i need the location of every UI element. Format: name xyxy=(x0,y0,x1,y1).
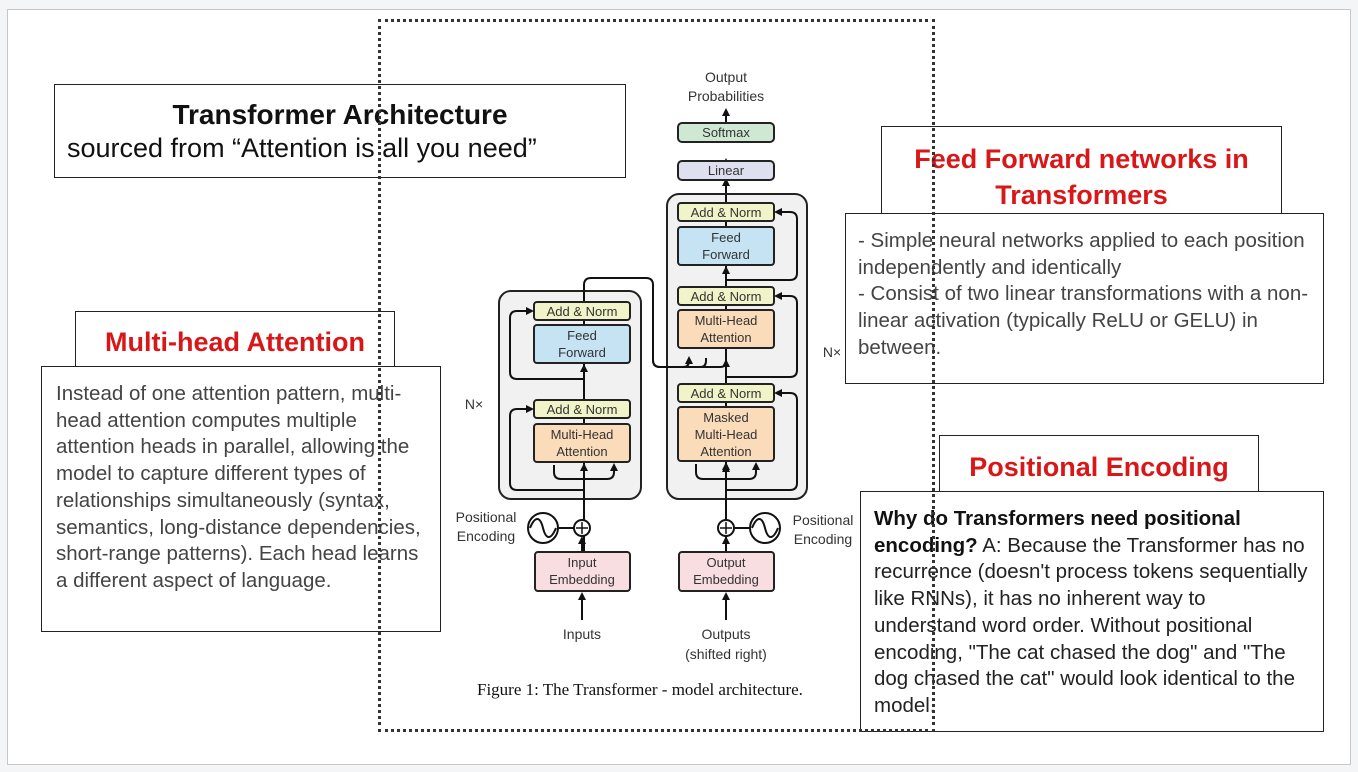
decoder-mha-label-2: Attention xyxy=(700,330,751,345)
decoder-add-norm-2-label: Add & Norm xyxy=(691,289,762,304)
output-embedding-label-1: Output xyxy=(706,555,745,570)
decoder-nx-label: N× xyxy=(823,344,841,360)
positional-encoding-heading: Positional Encoding xyxy=(969,452,1229,482)
positional-encoding-question: Why do Transformers need positional enco… xyxy=(874,507,1241,557)
encoder-add-norm-2-label: Add & Norm xyxy=(547,304,618,319)
output-embedding-block xyxy=(678,551,775,592)
multi-head-attention-body-box: Instead of one attention pattern, multi-… xyxy=(41,366,441,632)
encoder-feed-forward xyxy=(533,324,631,364)
outputs-label: Outputs xyxy=(701,626,750,642)
decoder-masked-label-3: Attention xyxy=(700,444,751,459)
decoder-mha-label-1: Multi-Head xyxy=(695,313,758,328)
positional-encoding-answer: A: Because the Transformer has no recurr… xyxy=(874,533,1308,717)
linear-label: Linear xyxy=(708,163,745,178)
encoder-multi-head-attention xyxy=(533,423,631,463)
decoder-add-norm-3-label: Add & Norm xyxy=(691,205,762,220)
page-title: Transformer Architecture xyxy=(172,99,508,130)
decoder-positional-label-2: Encoding xyxy=(794,531,852,547)
encoder-add-norm-1-label: Add & Norm xyxy=(547,402,618,417)
positional-encoding-heading-box: Positional Encoding xyxy=(939,435,1259,497)
decoder-masked-attention xyxy=(677,406,775,462)
positional-encoding-body-box: Why do Transformers need positional enco… xyxy=(860,491,1324,732)
encoder-ff-label-1: Feed xyxy=(567,328,597,343)
decoder-ff-label-2: Forward xyxy=(702,247,750,262)
encoder-mha-label-2: Attention xyxy=(556,444,607,459)
title-box: Transformer Architecture sourced from “A… xyxy=(54,84,626,178)
input-embedding-block xyxy=(534,551,631,592)
input-embedding-label-2: Embedding xyxy=(549,572,615,587)
multi-head-attention-heading-box: Multi-head Attention xyxy=(75,311,395,369)
shifted-right-label: (shifted right) xyxy=(685,646,767,662)
page-subtitle: sourced from “Attention is all you need” xyxy=(67,133,537,163)
multi-head-attention-body: Instead of one attention pattern, multi-… xyxy=(56,382,421,592)
feed-forward-body-box: - Simple neural networks applied to each… xyxy=(845,213,1324,384)
decoder-add-norm-1-label: Add & Norm xyxy=(691,386,762,401)
feed-forward-heading: Feed Forward networks in Transformers xyxy=(882,141,1281,213)
encoder-stack xyxy=(498,290,642,500)
decoder-ff-label-1: Feed xyxy=(711,230,741,245)
softmax-block xyxy=(677,122,775,143)
inputs-label: Inputs xyxy=(563,626,601,642)
figure-caption: Figure 1: The Transformer - model archit… xyxy=(477,680,803,699)
encoder-nx-label: N× xyxy=(465,396,483,412)
softmax-label: Softmax xyxy=(702,125,750,140)
feed-forward-bullet-1: - Simple neural networks applied to each… xyxy=(858,229,1305,279)
linear-block xyxy=(677,160,775,181)
decoder-positional-label-1: Positional xyxy=(793,512,854,528)
feed-forward-heading-line-1: Feed Forward networks in xyxy=(914,144,1249,174)
encoder-ff-label-2: Forward xyxy=(558,345,606,360)
decoder-multi-head-attention xyxy=(677,309,775,349)
multi-head-attention-heading: Multi-head Attention xyxy=(105,327,365,357)
decoder-masked-label-2: Multi-Head xyxy=(695,427,758,442)
encoder-mha-label-1: Multi-Head xyxy=(551,427,614,442)
encoder-positional-label-2: Encoding xyxy=(457,528,515,544)
decoder-masked-label-1: Masked xyxy=(703,410,749,425)
feed-forward-heading-box: Feed Forward networks in Transformers xyxy=(881,126,1282,216)
encoder-positional-label-1: Positional xyxy=(456,509,517,525)
feed-forward-bullet-2: - Consist of two linear transformations … xyxy=(858,282,1309,359)
input-embedding-label-1: Input xyxy=(568,555,597,570)
encoder-add-norm-2 xyxy=(533,301,631,321)
output-probabilities-label: Output xyxy=(705,69,747,85)
encoder-add-norm-1 xyxy=(533,399,631,419)
output-probabilities-label-2: Probabilities xyxy=(688,88,764,104)
feed-forward-heading-line-2: Transformers xyxy=(995,180,1168,210)
decoder-feed-forward xyxy=(677,226,775,266)
output-embedding-label-2: Embedding xyxy=(693,572,759,587)
